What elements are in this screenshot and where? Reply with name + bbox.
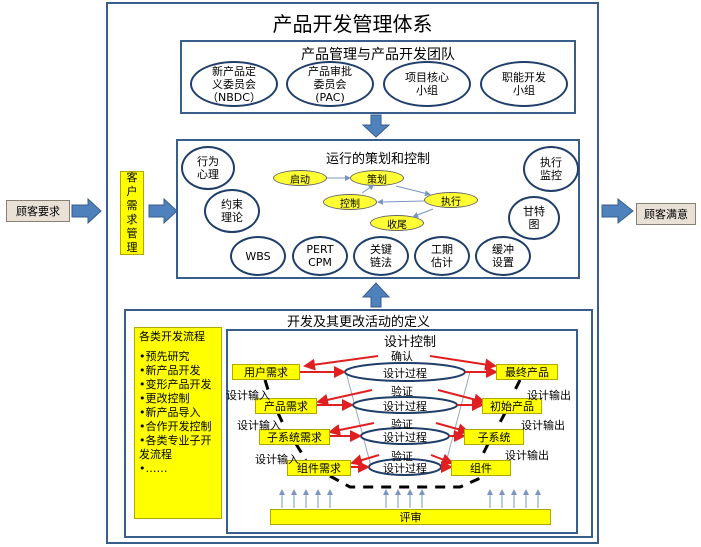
page-title: 产品开发管理体系 [272,12,433,36]
operation-heading: 运行的策划和控制 [325,152,430,167]
process-item: •变形产品开发 [139,378,212,391]
requirement-mgmt-label: 客户需求管理 [126,171,138,254]
team-item-pac: 产品审批 委员会 (PAC) [286,61,374,107]
check-verify: 验证 [391,418,413,431]
check-confirm: 确认 [391,350,413,363]
level-user-requirement: 用户需求 [232,364,300,380]
process-item: •更改控制 [139,392,190,405]
tool-constraint-theory: 约束 理论 [204,189,260,233]
dev-heading: 开发及其更改活动的定义 [286,315,430,330]
process-item: •新产品导入 [139,406,201,419]
level-final-product: 最终产品 [496,364,558,380]
design-control-heading: 设计控制 [383,335,436,350]
design-output-label: 设计输出 [521,419,565,432]
level-initial-product: 初始产品 [482,398,542,414]
customer-requirement-box: 顾客要求 [6,200,70,222]
design-process-label: 设计过程 [383,431,427,444]
design-process-label: 设计过程 [383,462,427,475]
level-component-requirement: 组件需求 [287,460,351,476]
design-input-label: 设计输入 [255,453,299,466]
design-process-label: 设计过程 [383,367,427,380]
process-list: 各类开发流程 •预先研究 •新产品开发 •变形产品开发 •更改控制 •新产品导入… [134,327,222,519]
design-process-label: 设计过程 [383,400,427,413]
check-verify: 验证 [391,385,413,398]
process-item: •各类专业子开发流程 [139,434,212,461]
team-heading: 产品管理与产品开发团队 [301,47,455,63]
flow-plan: 策划 [350,170,404,186]
process-title: 各类开发流程 [139,330,205,343]
check-verify: 验证 [391,450,413,463]
tool-wbs: WBS [230,236,286,276]
design-input-label: 设计输入 [237,419,281,432]
team-item-core: 项目核心 小组 [383,61,471,107]
requirement-mgmt-box: 客户需求管理 [120,171,144,255]
team-item-functional: 职能开发 小组 [480,61,568,107]
tool-critical-chain: 关键 链法 [353,236,409,276]
team-item-nbdc: 新产品定 义委员会 （NBDC） [190,61,278,107]
level-component: 组件 [451,460,511,476]
process-item: •…… [139,462,168,475]
tool-pert-cpm: PERT CPM [292,236,348,276]
level-product-requirement: 产品需求 [255,398,317,414]
flow-close: 收尾 [370,215,424,231]
tool-behavior-psychology: 行为 心理 [181,146,235,190]
flow-start: 启动 [273,170,327,186]
tool-execution-monitor: 执行 监控 [523,146,579,192]
tool-duration-estimate: 工期 估计 [414,236,470,276]
design-output-label: 设计输出 [527,389,571,402]
process-item: •新产品开发 [139,364,201,377]
tool-gantt: 甘特 图 [508,196,560,240]
tool-buffer-setting: 缓冲 设置 [475,236,531,276]
flow-control: 控制 [323,194,377,210]
process-item: •合作开发控制 [139,420,212,433]
customer-satisfaction-box: 顾客满意 [636,203,696,225]
design-input-label: 设计输入 [226,389,270,402]
process-item: •预先研究 [139,350,190,363]
design-output-label: 设计输出 [505,449,549,462]
level-subsystem: 子系统 [464,429,524,445]
review-bar: 评审 [270,509,551,525]
level-subsystem-requirement: 子系统需求 [259,429,330,445]
flow-execute: 执行 [424,192,478,208]
